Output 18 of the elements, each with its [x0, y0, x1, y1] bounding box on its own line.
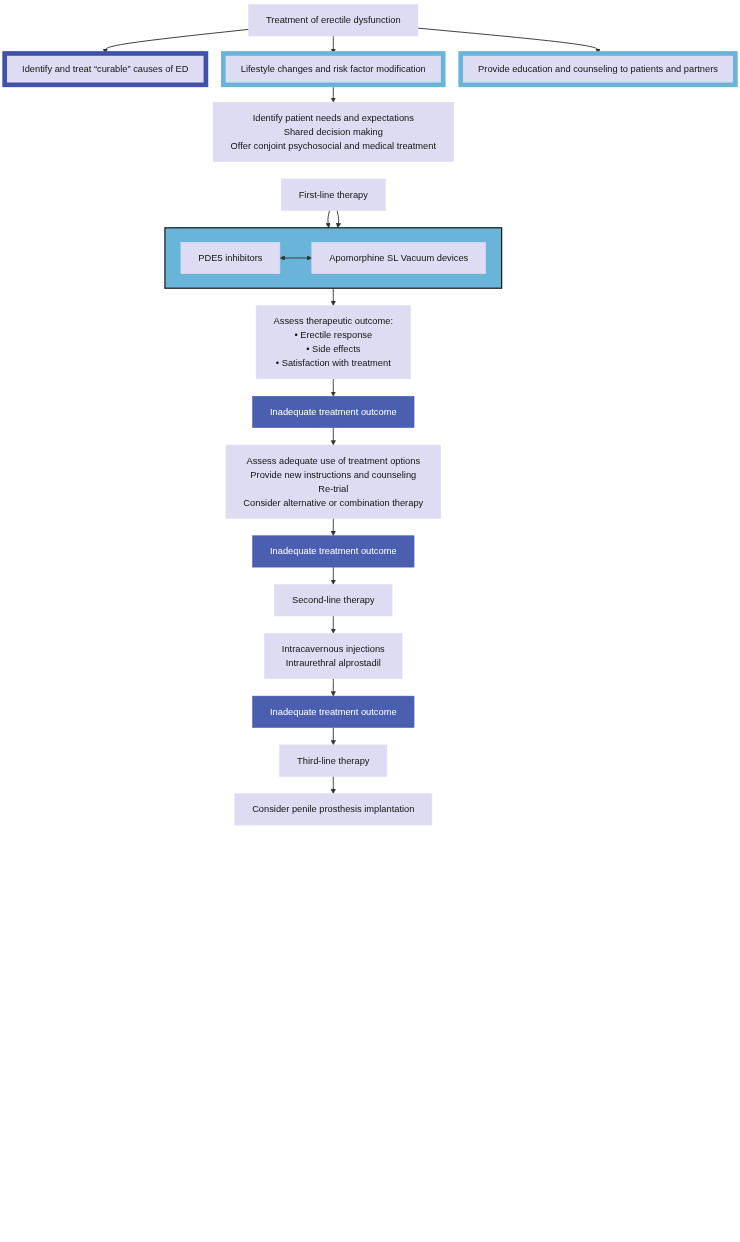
- node-box: Assess adequate use of treatment options Provide new instructions and counseling Re-trial Consider alternative or combination therapy: [225, 444, 441, 519]
- node-box: Inadequate treatment outcome: [252, 695, 415, 728]
- node-box: Lifestyle changes and risk factor modification: [221, 51, 446, 88]
- node-box: Consider penile prosthesis implantation: [234, 793, 433, 826]
- node-box: Second-line therapy: [274, 584, 393, 617]
- node-box: Inadequate treatment outcome: [252, 535, 415, 568]
- node-box: First-line therapy: [280, 178, 386, 211]
- node-box: Provide education and counseling to patients and partners: [458, 51, 738, 88]
- node-box: Identify patient needs and expectations Shared decision making Offer conjoint psychosocial and medical treatment: [212, 101, 454, 162]
- node-box: Apomorphine SL Vacuum devices: [311, 242, 486, 274]
- node-box: Inadequate treatment outcome: [252, 396, 415, 428]
- node-box: Third-line therapy: [279, 744, 388, 777]
- node-box: PDE5 inhibitors: [180, 242, 281, 274]
- node-box: Assess therapeutic outcome: • Erectile response • Side effects • Satisfaction with treatment: [255, 305, 411, 380]
- cluster: [164, 227, 503, 289]
- node-box: Identify and treat “curable” causes of ED: [2, 51, 209, 88]
- node-box: Intracavernous injections Intraurethral alprostadil: [264, 633, 403, 679]
- node-box: Treatment of erectile dysfunction: [248, 4, 419, 37]
